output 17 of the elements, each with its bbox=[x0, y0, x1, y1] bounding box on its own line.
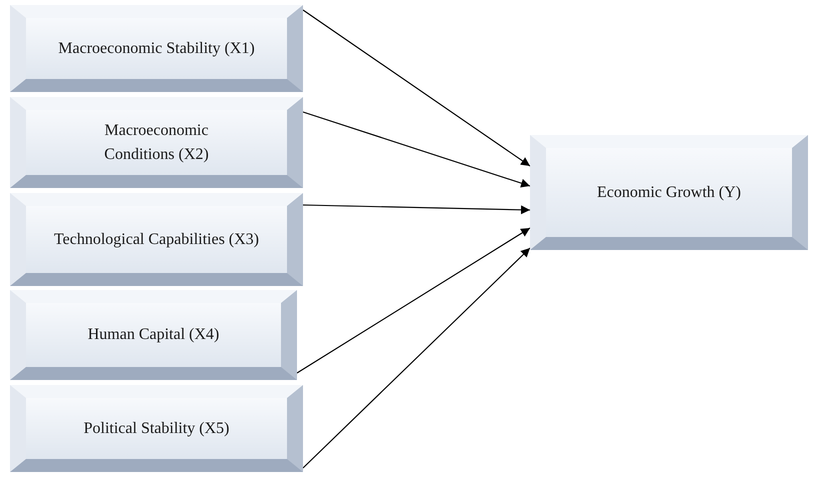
box-label: Political Stability (X5) bbox=[84, 418, 230, 439]
box-label: Human Capital (X4) bbox=[88, 325, 220, 346]
box-label: Macroeconomic Conditions (X2) bbox=[103, 121, 210, 164]
box-label: Economic Growth (Y) bbox=[597, 182, 741, 203]
arrow bbox=[302, 248, 530, 468]
beveled-box bbox=[10, 97, 303, 188]
box-label: Macroeconomic Stability (X1) bbox=[58, 38, 255, 59]
beveled-box bbox=[10, 290, 297, 380]
beveled-box bbox=[10, 5, 303, 92]
box-label: Technological Capabilities (X3) bbox=[54, 230, 260, 250]
arrow bbox=[296, 228, 530, 374]
arrow bbox=[302, 10, 530, 166]
beveled-box bbox=[10, 385, 303, 472]
beveled-box bbox=[10, 193, 303, 286]
arrow bbox=[302, 111, 530, 188]
arrow bbox=[302, 204, 530, 214]
beveled-box bbox=[530, 135, 808, 250]
